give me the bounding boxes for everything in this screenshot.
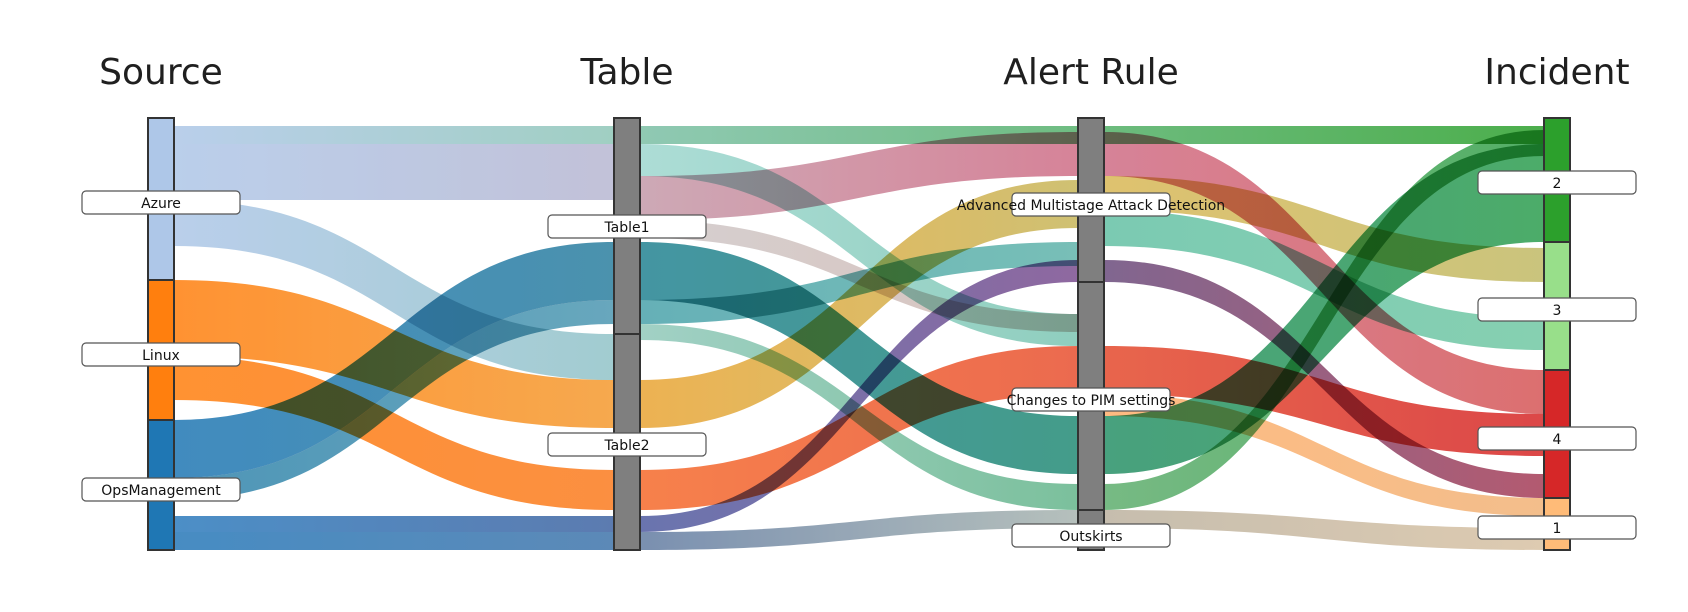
label-inc1-text: 1 [1553, 521, 1562, 537]
label-inc1: 1 [1477, 515, 1637, 540]
link-linux-table2-b[interactable] [174, 356, 614, 510]
link-outskirts-inc2[interactable] [1104, 130, 1544, 510]
link-pim-inc4[interactable] [1104, 346, 1544, 456]
link-ops-table1-b[interactable] [174, 300, 614, 500]
label-outskirts: Outskirts [1011, 523, 1171, 548]
label-azure-text: Azure [141, 196, 181, 212]
link-azure-table1-b[interactable] [174, 144, 614, 200]
label-inc4: 4 [1477, 426, 1637, 451]
label-linux: Linux [81, 342, 241, 367]
column-title-alert-rule: Alert Rule [1003, 52, 1179, 93]
label-opsmanagement-text: OpsManagement [101, 483, 221, 499]
label-table1-text: Table1 [603, 220, 649, 236]
link-table2-amad-c[interactable] [640, 260, 1078, 532]
label-pim: Changes to PIM settings [1007, 387, 1176, 412]
links-layer [174, 126, 1544, 550]
label-outskirts-text: Outskirts [1059, 529, 1122, 545]
column-title-table: Table [579, 52, 673, 93]
label-linux-text: Linux [142, 348, 180, 364]
label-inc3: 3 [1477, 297, 1637, 322]
label-amad-text: Advanced Multistage Attack Detection [957, 198, 1225, 214]
label-opsmanagement: OpsManagement [81, 477, 241, 502]
label-inc4-text: 4 [1553, 432, 1562, 448]
link-ops-table2[interactable] [174, 516, 614, 532]
link-table1-amad-b[interactable] [640, 242, 1078, 324]
link-table1-pim-a[interactable] [640, 144, 1078, 346]
link-table2-amad[interactable] [640, 180, 1078, 428]
node-labels: Azure Linux OpsManagement Table1 Table2 … [81, 170, 1637, 548]
label-inc2: 2 [1477, 170, 1637, 195]
link-azure-table1-a[interactable] [174, 126, 614, 144]
column-title-source: Source [99, 52, 223, 93]
link-table2-pim[interactable] [640, 346, 1078, 510]
link-amad-inc4b[interactable] [1104, 260, 1544, 498]
link-outskirts-inc1[interactable] [1104, 510, 1544, 550]
label-amad: Advanced Multistage Attack Detection [957, 192, 1225, 217]
link-ops-table1-a[interactable] [174, 242, 614, 478]
label-table2: Table2 [547, 432, 707, 457]
link-ops-table2-b[interactable] [174, 532, 614, 550]
link-table1-amad[interactable] [640, 132, 1078, 220]
label-table2-text: Table2 [603, 438, 649, 454]
label-azure: Azure [81, 190, 241, 215]
link-table2-outskirts[interactable] [640, 510, 1078, 550]
label-table1: Table1 [547, 214, 707, 239]
link-table1-outskirts[interactable] [640, 324, 1078, 510]
column-titles: Source Table Alert Rule Incident [99, 52, 1629, 93]
label-inc3-text: 3 [1553, 303, 1562, 319]
label-pim-text: Changes to PIM settings [1007, 393, 1176, 409]
column-title-incident: Incident [1484, 52, 1629, 93]
label-inc2-text: 2 [1553, 176, 1562, 192]
